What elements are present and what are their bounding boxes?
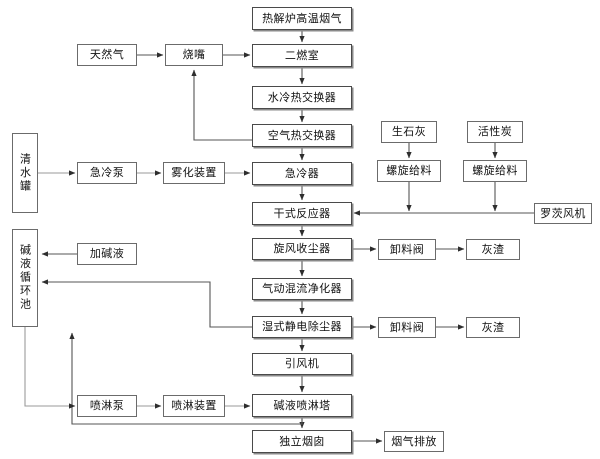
node-label: 雾化装置: [171, 166, 217, 180]
node-label: 喷淋装置: [171, 399, 217, 413]
node-alkali_pool[interactable]: 碱液循环池: [12, 229, 38, 327]
node-label: 灰渣: [481, 242, 505, 256]
node-label: 二燃室: [284, 48, 320, 62]
node-quench_pump[interactable]: 急冷泵: [77, 162, 137, 184]
node-label: 热解炉高温烟气: [262, 11, 342, 25]
node-screw_feeder_2[interactable]: 螺旋给料: [463, 160, 527, 182]
node-spray_device[interactable]: 喷淋装置: [163, 395, 225, 417]
node-atomizer[interactable]: 雾化装置: [163, 162, 225, 184]
node-label: 水冷热交换器: [267, 90, 337, 104]
node-label: 气动混流净化器: [262, 282, 342, 296]
node-label: 天然气: [89, 48, 125, 62]
node-discharge_valve_1[interactable]: 卸料阀: [378, 239, 436, 260]
node-discharge_valve_2[interactable]: 卸料阀: [378, 317, 436, 338]
node-label: 加碱液: [89, 247, 125, 261]
node-label: 清水罐: [18, 152, 32, 194]
wire-airhx-to-burner: [191, 69, 252, 141]
node-label: 旋风收尘器: [273, 242, 331, 256]
node-label: 罗茨风机: [540, 206, 586, 220]
node-natural_gas[interactable]: 天然气: [77, 44, 137, 66]
node-label: 卸料阀: [389, 242, 425, 256]
node-label: 卸料阀: [389, 320, 425, 334]
node-wet_esp[interactable]: 湿式静电除尘器: [252, 316, 352, 338]
node-label: 活性炭: [477, 125, 513, 139]
node-add_alkali[interactable]: 加碱液: [77, 243, 137, 265]
wire-pool-to-spraypump: [24, 327, 76, 409]
node-quencher[interactable]: 急冷器: [252, 162, 352, 185]
node-label: 碱液循环池: [18, 244, 32, 312]
node-spray_pump[interactable]: 喷淋泵: [77, 395, 137, 417]
node-quicklime[interactable]: 生石灰: [381, 121, 437, 143]
node-pneumatic_purifier[interactable]: 气动混流净化器: [252, 278, 352, 300]
node-clean_water_tank[interactable]: 清水罐: [12, 133, 38, 213]
node-dry_reactor[interactable]: 干式反应器: [252, 202, 352, 225]
node-label: 干式反应器: [273, 206, 331, 220]
node-air_hx[interactable]: 空气热交换器: [252, 124, 352, 147]
node-label: 生石灰: [391, 125, 427, 139]
node-label: 喷淋泵: [89, 399, 125, 413]
node-label: 灰渣: [481, 320, 505, 334]
node-pyrolysis_gas[interactable]: 热解炉高温烟气: [252, 7, 352, 30]
node-burner[interactable]: 烧嘴: [165, 44, 223, 66]
wire-wetesp-return-to-pool: [41, 279, 252, 328]
node-ash_slag_2[interactable]: 灰渣: [466, 317, 520, 338]
node-label: 螺旋给料: [386, 164, 432, 178]
node-label: 碱液喷淋塔: [273, 398, 331, 412]
node-label: 空气热交换器: [267, 128, 337, 142]
node-cyclone[interactable]: 旋风收尘器: [252, 238, 352, 260]
node-label: 急冷泵: [89, 166, 125, 180]
node-label: 湿式静电除尘器: [262, 320, 342, 334]
node-second_chamber[interactable]: 二燃室: [252, 44, 352, 67]
node-chimney[interactable]: 独立烟囱: [252, 430, 352, 453]
node-gas_emission[interactable]: 烟气排放: [384, 431, 444, 452]
node-activated_carbon[interactable]: 活性炭: [467, 121, 523, 143]
node-label: 引风机: [284, 357, 320, 371]
node-label: 螺旋给料: [472, 164, 518, 178]
node-ash_slag_1[interactable]: 灰渣: [466, 239, 520, 260]
node-screw_feeder_1[interactable]: 螺旋给料: [377, 160, 441, 182]
node-label: 急冷器: [284, 166, 320, 180]
node-label: 独立烟囱: [279, 434, 325, 448]
node-water_hx[interactable]: 水冷热交换器: [252, 86, 352, 109]
node-alkali_tower[interactable]: 碱液喷淋塔: [252, 394, 352, 417]
node-roots_blower[interactable]: 罗茨风机: [534, 203, 592, 224]
node-label: 烟气排放: [391, 434, 437, 448]
node-induced_fan[interactable]: 引风机: [252, 353, 352, 375]
node-label: 烧嘴: [182, 48, 206, 62]
